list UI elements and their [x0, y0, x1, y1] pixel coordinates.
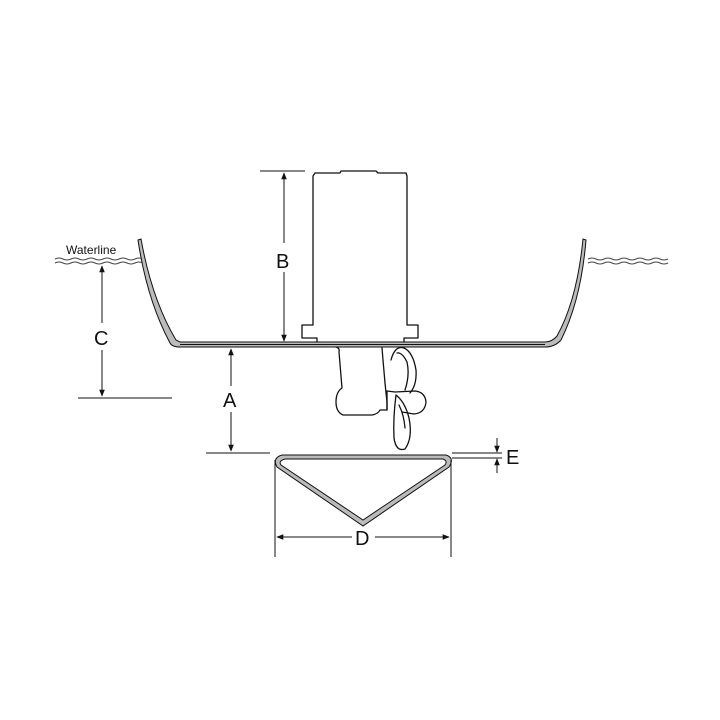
hull — [137, 238, 587, 348]
waterline-label: Waterline — [66, 243, 117, 257]
dimension-c: C — [78, 265, 172, 399]
dimension-d-label: D — [355, 528, 369, 550]
motor — [301, 170, 419, 343]
lower-unit — [335, 346, 388, 416]
dimension-a-label: A — [223, 390, 237, 412]
dimension-b-label: B — [276, 251, 289, 273]
dimension-a: A — [206, 348, 270, 454]
dimension-b: B — [260, 170, 305, 342]
dimension-e: E — [452, 438, 519, 473]
dimension-c-label: C — [94, 328, 108, 350]
tunnel-tube — [274, 454, 452, 527]
propeller — [386, 346, 427, 451]
waterline: Waterline — [54, 243, 669, 265]
dimension-e-label: E — [506, 447, 519, 469]
dimension-d: D — [274, 460, 452, 557]
